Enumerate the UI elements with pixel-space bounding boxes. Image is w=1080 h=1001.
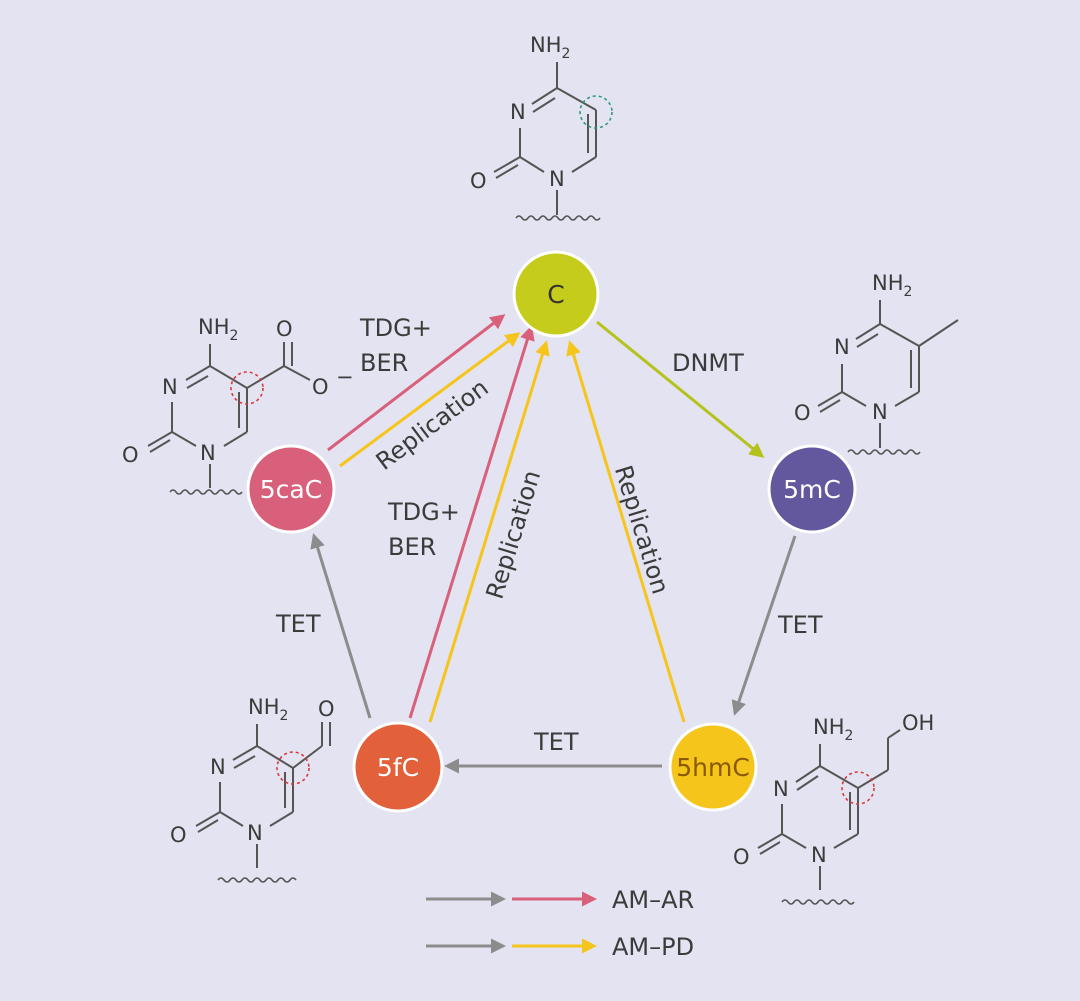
- atom-n1: N: [549, 167, 565, 191]
- structure-cytosine: NH2 N N O: [470, 33, 613, 221]
- node-5hmc: 5hmC: [668, 722, 758, 812]
- legend-item-am-ar: AM–AR: [426, 886, 694, 914]
- atom-nh2: NH2: [530, 33, 570, 62]
- node-5cac: 5caC: [246, 444, 336, 534]
- atom-nh2: NH2: [198, 315, 238, 344]
- arrow-tdg-ber-5cac: [327, 314, 506, 452]
- atom-oh: OH: [902, 711, 934, 735]
- label-tdg-ber-top-line1: TDG+: [359, 314, 432, 342]
- arrows: [310, 314, 797, 774]
- c5-position-marker: [230, 371, 264, 405]
- arrow-tet-5fc-5cac: [310, 533, 372, 719]
- arrow-replication-5cac: [339, 332, 521, 468]
- atom-o2: O: [733, 845, 750, 869]
- atom-n3: N: [162, 375, 178, 399]
- atom-nh2: NH2: [872, 271, 912, 300]
- structure-5hmc: NH2 N N O OH: [733, 711, 934, 905]
- atom-nh2: NH2: [813, 715, 853, 744]
- atom-o2: O: [470, 169, 487, 193]
- node-5cac-label: 5caC: [260, 475, 322, 504]
- label-dnmt: DNMT: [672, 349, 744, 377]
- arrow-replication-5hmc: [566, 340, 686, 723]
- legend-item-am-pd: AM–PD: [426, 933, 694, 961]
- atom-n3: N: [834, 335, 850, 359]
- label-tdg-ber-mid-line2: BER: [388, 533, 436, 561]
- node-c-circle: [512, 250, 600, 338]
- structure-5mc: NH2 N N O: [794, 271, 959, 455]
- atom-o2: O: [122, 443, 139, 467]
- node-5mc-circle: [767, 444, 857, 534]
- c5-position-marker: [841, 771, 875, 805]
- node-5mc: 5mC: [767, 444, 857, 534]
- label-tdg-ber-top-line2: BER: [360, 349, 408, 377]
- node-5fc: 5fC: [352, 721, 444, 813]
- atom-o2: O: [794, 401, 811, 425]
- atom-n3: N: [210, 755, 226, 779]
- arrow-tet-5mc-5hmc: [731, 535, 797, 716]
- atom-charge: −: [336, 365, 354, 389]
- arrow-dnmt: [596, 320, 765, 458]
- atom-n1: N: [200, 441, 216, 465]
- node-c-label: C: [547, 280, 564, 309]
- c5-position-marker: [276, 751, 310, 785]
- node-5fc-label: 5fC: [377, 753, 419, 782]
- node-5fc-circle: [352, 721, 444, 813]
- label-tdg-ber-mid-line1: TDG+: [387, 498, 460, 526]
- label-tet-5mc-5hmc: TET: [777, 611, 823, 639]
- atom-nh2: NH2: [248, 695, 288, 724]
- label-tet-5hmc-5fc: TET: [533, 728, 579, 756]
- node-5mc-label: 5mC: [783, 475, 841, 504]
- atom-n1: N: [247, 821, 263, 845]
- legend-label: AM–AR: [612, 886, 694, 914]
- structure-5fc: NH2 N N O O: [170, 695, 335, 883]
- atom-n1: N: [872, 400, 888, 424]
- arrow-replication-5fc: [428, 340, 550, 723]
- atom-n3: N: [510, 100, 526, 124]
- label-tet-5fc-5cac: TET: [275, 610, 321, 638]
- node-5hmc-label: 5hmC: [676, 753, 750, 782]
- legend: AM–AR AM–PD: [426, 886, 694, 961]
- arrow-tdg-ber-5fc: [408, 325, 535, 719]
- atom-o2: O: [170, 823, 187, 847]
- legend-label: AM–PD: [612, 933, 694, 961]
- atom-o-carboxylate: O: [312, 375, 329, 399]
- node-5cac-circle: [246, 444, 336, 534]
- atom-o-formyl: O: [318, 697, 335, 721]
- node-c: C: [512, 250, 600, 338]
- atom-o-carbonyl: O: [276, 317, 293, 341]
- structure-5cac: NH2 N N O O O −: [122, 315, 354, 495]
- atom-n1: N: [811, 843, 827, 867]
- atom-n3: N: [773, 777, 789, 801]
- node-5hmc-circle: [668, 722, 758, 812]
- c5-position-marker: [579, 95, 613, 129]
